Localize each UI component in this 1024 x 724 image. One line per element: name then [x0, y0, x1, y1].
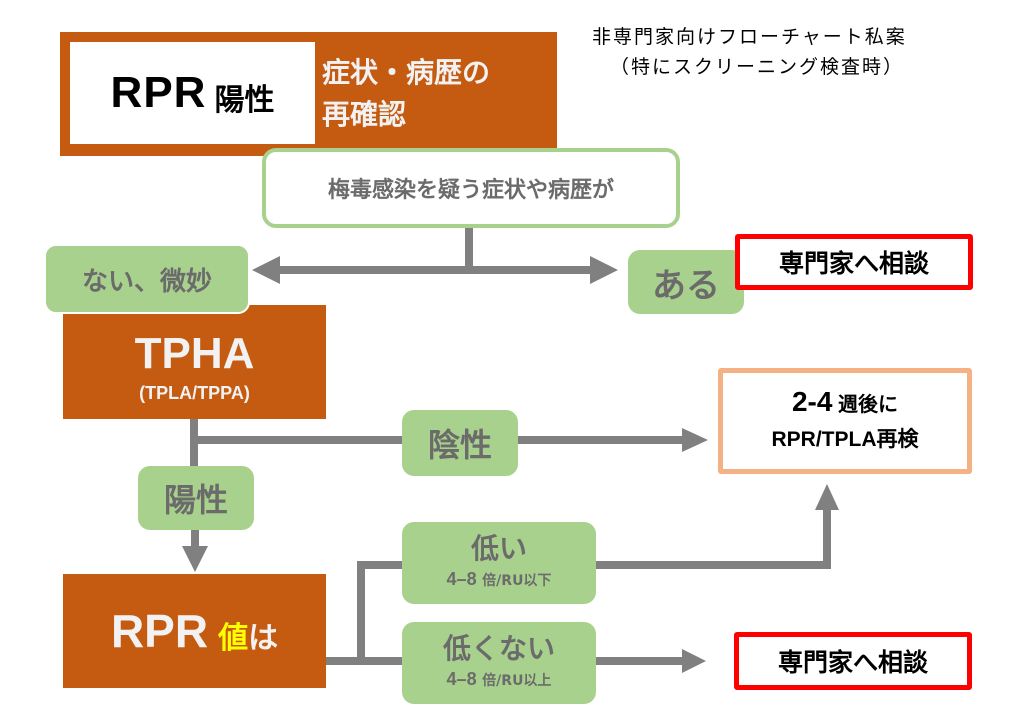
connector-not-low-right	[596, 657, 686, 665]
rpr-value-rpr: RPR	[110, 605, 209, 657]
low-title: 低い	[470, 532, 527, 565]
connector-low-up	[823, 508, 831, 569]
connector-branch-vertical	[357, 561, 365, 661]
flowchart-title: 非専門家向けフローチャート私案 （特にスクリーニング検査時）	[592, 22, 972, 82]
symptom-history-question-box: 梅毒感染を疑う症状や病歴が	[262, 148, 680, 228]
rpr-label: RPR	[110, 68, 207, 117]
positive-label: 陽性	[214, 83, 275, 118]
rpr-value-suffix: は	[248, 621, 279, 656]
answer-no-text: ない、微妙	[81, 266, 212, 297]
not-low-threshold-number: 4–8	[446, 669, 477, 689]
rpr-value-char: 値	[218, 621, 249, 656]
negative-result-box: 陰性	[402, 410, 518, 476]
retest-weeks-number: 2-4	[791, 386, 833, 417]
connector-low-right	[596, 561, 830, 569]
low-titer-box: 低い 4–8 倍/RU以下	[402, 522, 596, 604]
connector-branch-low	[357, 561, 402, 569]
not-low-threshold-unit: 倍/RU以上	[482, 673, 552, 689]
rpr-value-box: RPR 値 は	[63, 574, 326, 688]
arrowhead-left-no	[252, 256, 280, 284]
low-threshold: 4–8 倍/RU以下	[447, 566, 552, 594]
connector-question-down	[465, 228, 473, 274]
rpr-positive-label-box: RPR 陽性	[70, 42, 315, 144]
low-threshold-unit: 倍/RU以下	[482, 573, 552, 589]
tpha-subtitle: (TPLA/TPPA)	[139, 382, 250, 403]
arrowhead-right-consult	[682, 649, 706, 673]
connector-yes-no-horizontal	[280, 266, 592, 274]
negative-text: 陰性	[427, 426, 492, 464]
low-threshold-number: 4–8	[446, 569, 477, 589]
connector-negative-left	[190, 436, 402, 444]
connector-positive-down	[191, 530, 199, 548]
tpha-test-box: TPHA (TPLA/TPPA)	[63, 305, 326, 419]
retest-weeks-text: 週後に	[838, 392, 899, 416]
title-line-1: 非専門家向けフローチャート私案	[592, 26, 907, 48]
retest-line-1: 2-4 週後に	[792, 385, 898, 423]
rpr-positive-header-box: RPR 陽性 症状・病歴の 再確認	[60, 32, 557, 156]
not-low-title: 低くない	[442, 632, 555, 665]
question-text: 梅毒感染を疑う症状や病歴が	[327, 178, 614, 203]
connector-rpr-value-right	[326, 657, 402, 665]
recheck-line-2: 再確認	[322, 98, 407, 131]
consult-expert-box-top: 専門家へ相談	[735, 234, 973, 290]
not-low-threshold: 4–8 倍/RU以上	[447, 666, 552, 694]
consult-expert-box-bottom: 専門家へ相談	[734, 632, 972, 690]
arrowhead-up-retest	[815, 484, 839, 510]
title-line-2: （特にスクリーニング検査時）	[610, 56, 905, 78]
answer-yes-box: ある	[628, 250, 744, 314]
positive-text: 陽性	[163, 481, 228, 519]
tpha-title: TPHA	[134, 328, 255, 378]
arrowhead-down-rpr-value	[182, 546, 208, 572]
consult-expert-text-bottom: 専門家へ相談	[777, 648, 928, 677]
positive-result-box: 陽性	[138, 466, 254, 530]
retest-line-2: RPR/TPLA再検	[771, 428, 919, 451]
answer-yes-text: ある	[652, 265, 720, 306]
not-low-titer-box: 低くない 4–8 倍/RU以上	[402, 622, 596, 704]
arrowhead-right-yes	[590, 256, 618, 284]
answer-no-subtle-box: ない、微妙	[44, 244, 250, 314]
arrowhead-right-retest	[682, 428, 708, 452]
consult-expert-text-top: 専門家へ相談	[778, 249, 929, 278]
recheck-line-1: 症状・病歴の	[322, 56, 491, 89]
recheck-history-text: 症状・病歴の 再確認	[322, 52, 552, 136]
connector-negative-right	[518, 436, 688, 444]
retest-box: 2-4 週後に RPR/TPLA再検	[718, 368, 972, 474]
